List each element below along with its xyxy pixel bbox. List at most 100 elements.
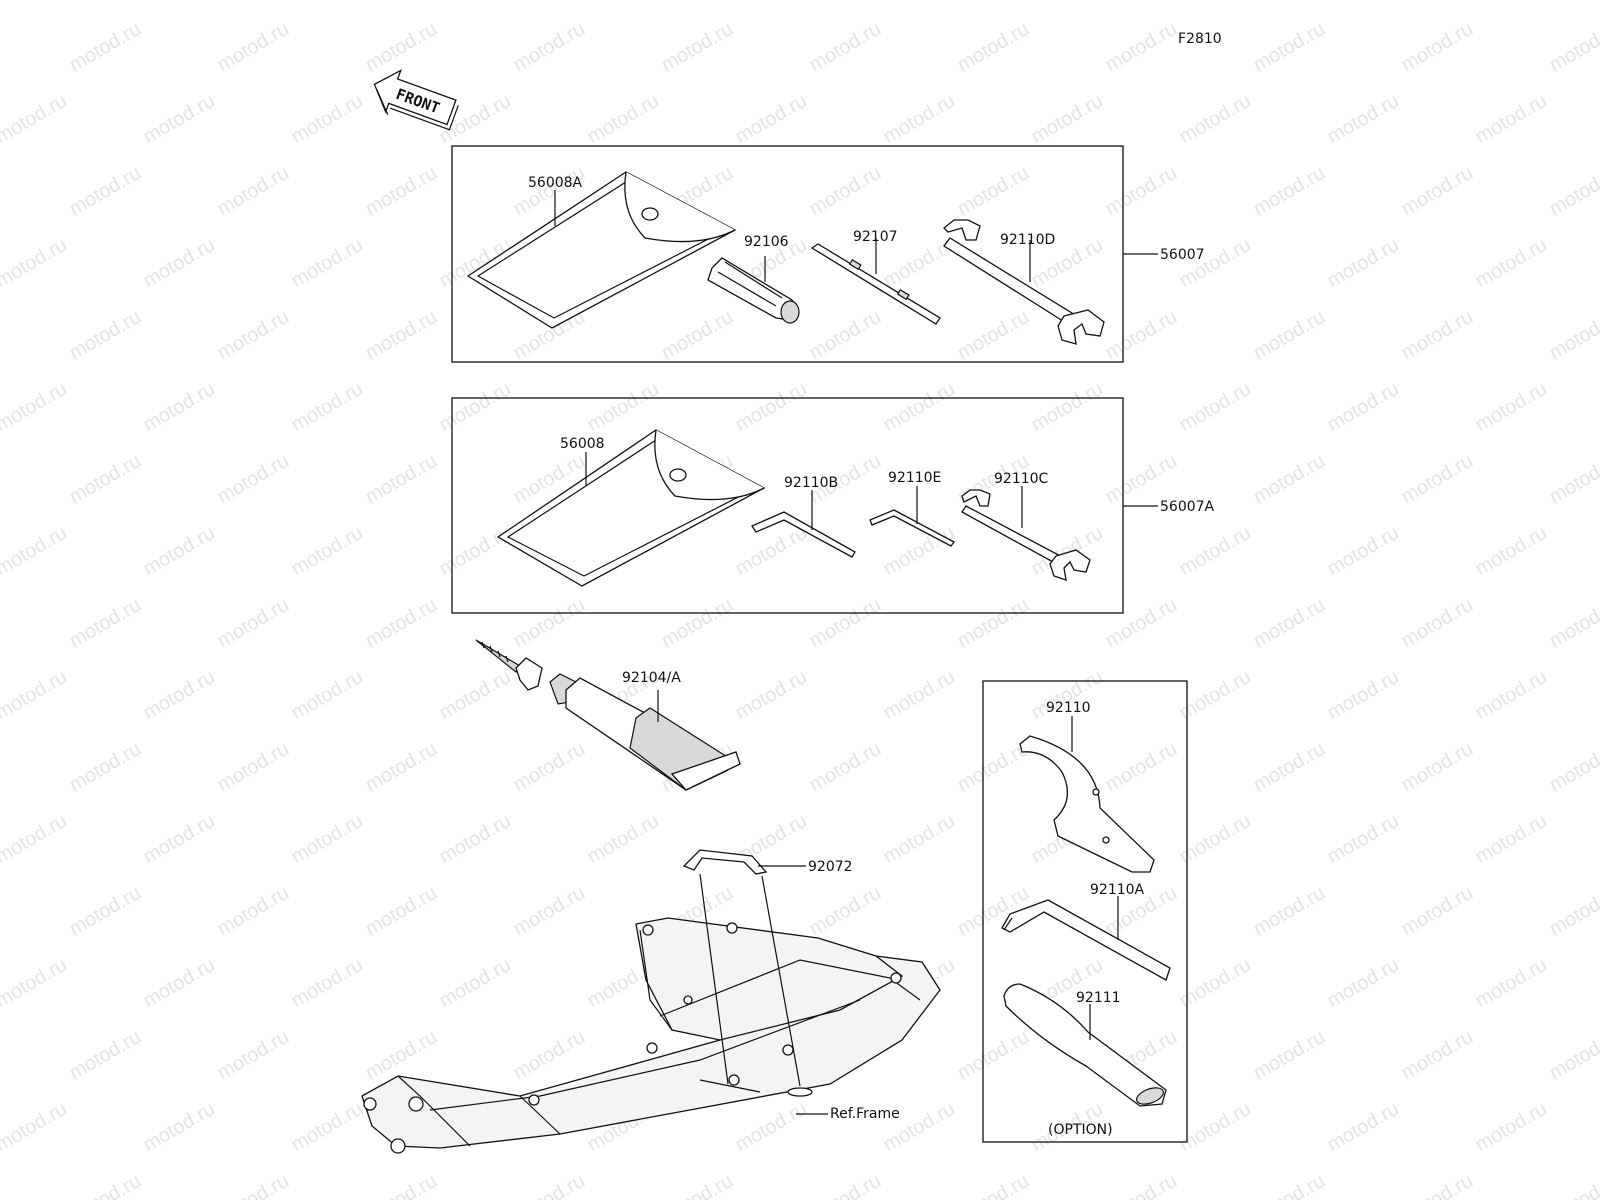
watermark-text: motod.ru [214, 594, 293, 653]
watermark-text: motod.ru [288, 90, 367, 149]
watermark-text: motod.ru [140, 954, 219, 1013]
watermark-text: motod.ru [288, 810, 367, 869]
watermark-text: motod.ru [1398, 450, 1477, 509]
screwdriver-92107 [810, 243, 941, 325]
watermark-text: motod.ru [1324, 666, 1403, 725]
watermark-text: motod.ru [436, 378, 515, 437]
label-92106: 92106 [744, 234, 789, 250]
watermark-text: motod.ru [880, 0, 959, 4]
watermark-text: motod.ru [288, 1098, 367, 1157]
watermark-text: motod.ru [140, 666, 219, 725]
watermark-text: motod.ru [584, 378, 663, 437]
watermark-text: motod.ru [806, 882, 885, 941]
watermark-text: motod.ru [1102, 18, 1181, 77]
watermark-text: motod.ru [880, 378, 959, 437]
watermark-text: motod.ru [66, 1170, 145, 1200]
watermark-text: motod.ru [362, 18, 441, 77]
watermark-text: motod.ru [1250, 18, 1329, 77]
watermark-text: motod.ru [806, 1170, 885, 1200]
watermark-text: motod.ru [732, 0, 811, 4]
watermark-text: motod.ru [214, 1026, 293, 1085]
label-ref-frame: Ref.Frame [830, 1106, 900, 1122]
watermark-text: motod.ru [436, 0, 515, 4]
watermark-text: motod.ru [658, 1170, 737, 1200]
watermark-text: motod.ru [1324, 810, 1403, 869]
watermark-text: motod.ru [880, 810, 959, 869]
watermark-text: motod.ru [510, 594, 589, 653]
watermark-text: motod.ru [214, 1170, 293, 1200]
hook-wrench-92110 [1019, 735, 1155, 873]
hex-key-92110A [1001, 899, 1171, 981]
tool-pouch-56008A [466, 171, 737, 329]
watermark-text: motod.ru [214, 162, 293, 221]
watermark-text: motod.ru [362, 738, 441, 797]
watermark-text: motod.ru [880, 90, 959, 149]
option-caption: (OPTION) [1048, 1122, 1113, 1138]
watermark-text: motod.ru [732, 90, 811, 149]
watermark-text: motod.ru [1472, 0, 1551, 4]
hex-key-92110B [751, 511, 856, 558]
watermark-text: motod.ru [0, 810, 71, 869]
watermark-text: motod.ru [436, 522, 515, 581]
watermark-text: motod.ru [214, 738, 293, 797]
watermark-text: motod.ru [954, 594, 1033, 653]
watermark-text: motod.ru [1472, 378, 1551, 437]
watermark-text: motod.ru [806, 594, 885, 653]
watermark-text: motod.ru [806, 306, 885, 365]
watermark-text: motod.ru [1398, 738, 1477, 797]
watermark-text: motod.ru [214, 306, 293, 365]
option-box [982, 680, 1188, 1143]
watermark-text: motod.ru [1250, 162, 1329, 221]
watermark-text: motod.ru [140, 810, 219, 869]
watermark-text: motod.ru [1472, 954, 1551, 1013]
watermark-text: motod.ru [66, 306, 145, 365]
handle-grip-92111 [1003, 983, 1167, 1107]
watermark-text: motod.ru [66, 450, 145, 509]
watermark-text: motod.ru [1028, 0, 1107, 4]
watermark-text: motod.ru [436, 954, 515, 1013]
watermark-text: motod.ru [66, 18, 145, 77]
frame-assembly [361, 917, 941, 1154]
watermark-text: motod.ru [362, 1026, 441, 1085]
wrench-92110C [961, 489, 1091, 581]
watermark-text: motod.ru [1546, 1170, 1600, 1200]
tool-pouch-56008 [496, 429, 766, 587]
tire-repair-tool-92104A [475, 639, 741, 791]
watermark-text: motod.ru [954, 1026, 1033, 1085]
watermark-text: motod.ru [1250, 1170, 1329, 1200]
watermark-text: motod.ru [1324, 234, 1403, 293]
watermark-text: motod.ru [1176, 90, 1255, 149]
watermark-text: motod.ru [362, 450, 441, 509]
watermark-text: motod.ru [1472, 666, 1551, 725]
watermark-text: motod.ru [806, 18, 885, 77]
watermark-text: motod.ru [362, 162, 441, 221]
watermark-text: motod.ru [658, 306, 737, 365]
watermark-text: motod.ru [0, 378, 71, 437]
watermark-text: motod.ru [1176, 234, 1255, 293]
watermark-text: motod.ru [1324, 378, 1403, 437]
label-56008: 56008 [560, 436, 605, 452]
watermark-text: motod.ru [436, 810, 515, 869]
watermark-text: motod.ru [954, 18, 1033, 77]
watermark-text: motod.ru [954, 306, 1033, 365]
watermark-text: motod.ru [1546, 18, 1600, 77]
watermark-text: motod.ru [140, 234, 219, 293]
watermark-text: motod.ru [1324, 90, 1403, 149]
watermark-text: motod.ru [510, 882, 589, 941]
watermark-text: motod.ru [1102, 162, 1181, 221]
watermark-text: motod.ru [584, 90, 663, 149]
watermark-text: motod.ru [1546, 306, 1600, 365]
watermark-text: motod.ru [1546, 162, 1600, 221]
strap-92072 [682, 849, 768, 875]
watermark-text: motod.ru [1472, 810, 1551, 869]
watermark-text: motod.ru [1398, 882, 1477, 941]
watermark-text: motod.ru [1324, 954, 1403, 1013]
label-92110: 92110 [1046, 700, 1091, 716]
watermark-text: motod.ru [66, 162, 145, 221]
label-56008A: 56008A [528, 175, 583, 191]
watermark-text: motod.ru [1472, 234, 1551, 293]
watermark-text: motod.ru [732, 522, 811, 581]
wrench-92110D [943, 219, 1105, 345]
label-92110E: 92110E [888, 470, 941, 486]
label-56007A: 56007A [1160, 499, 1215, 515]
